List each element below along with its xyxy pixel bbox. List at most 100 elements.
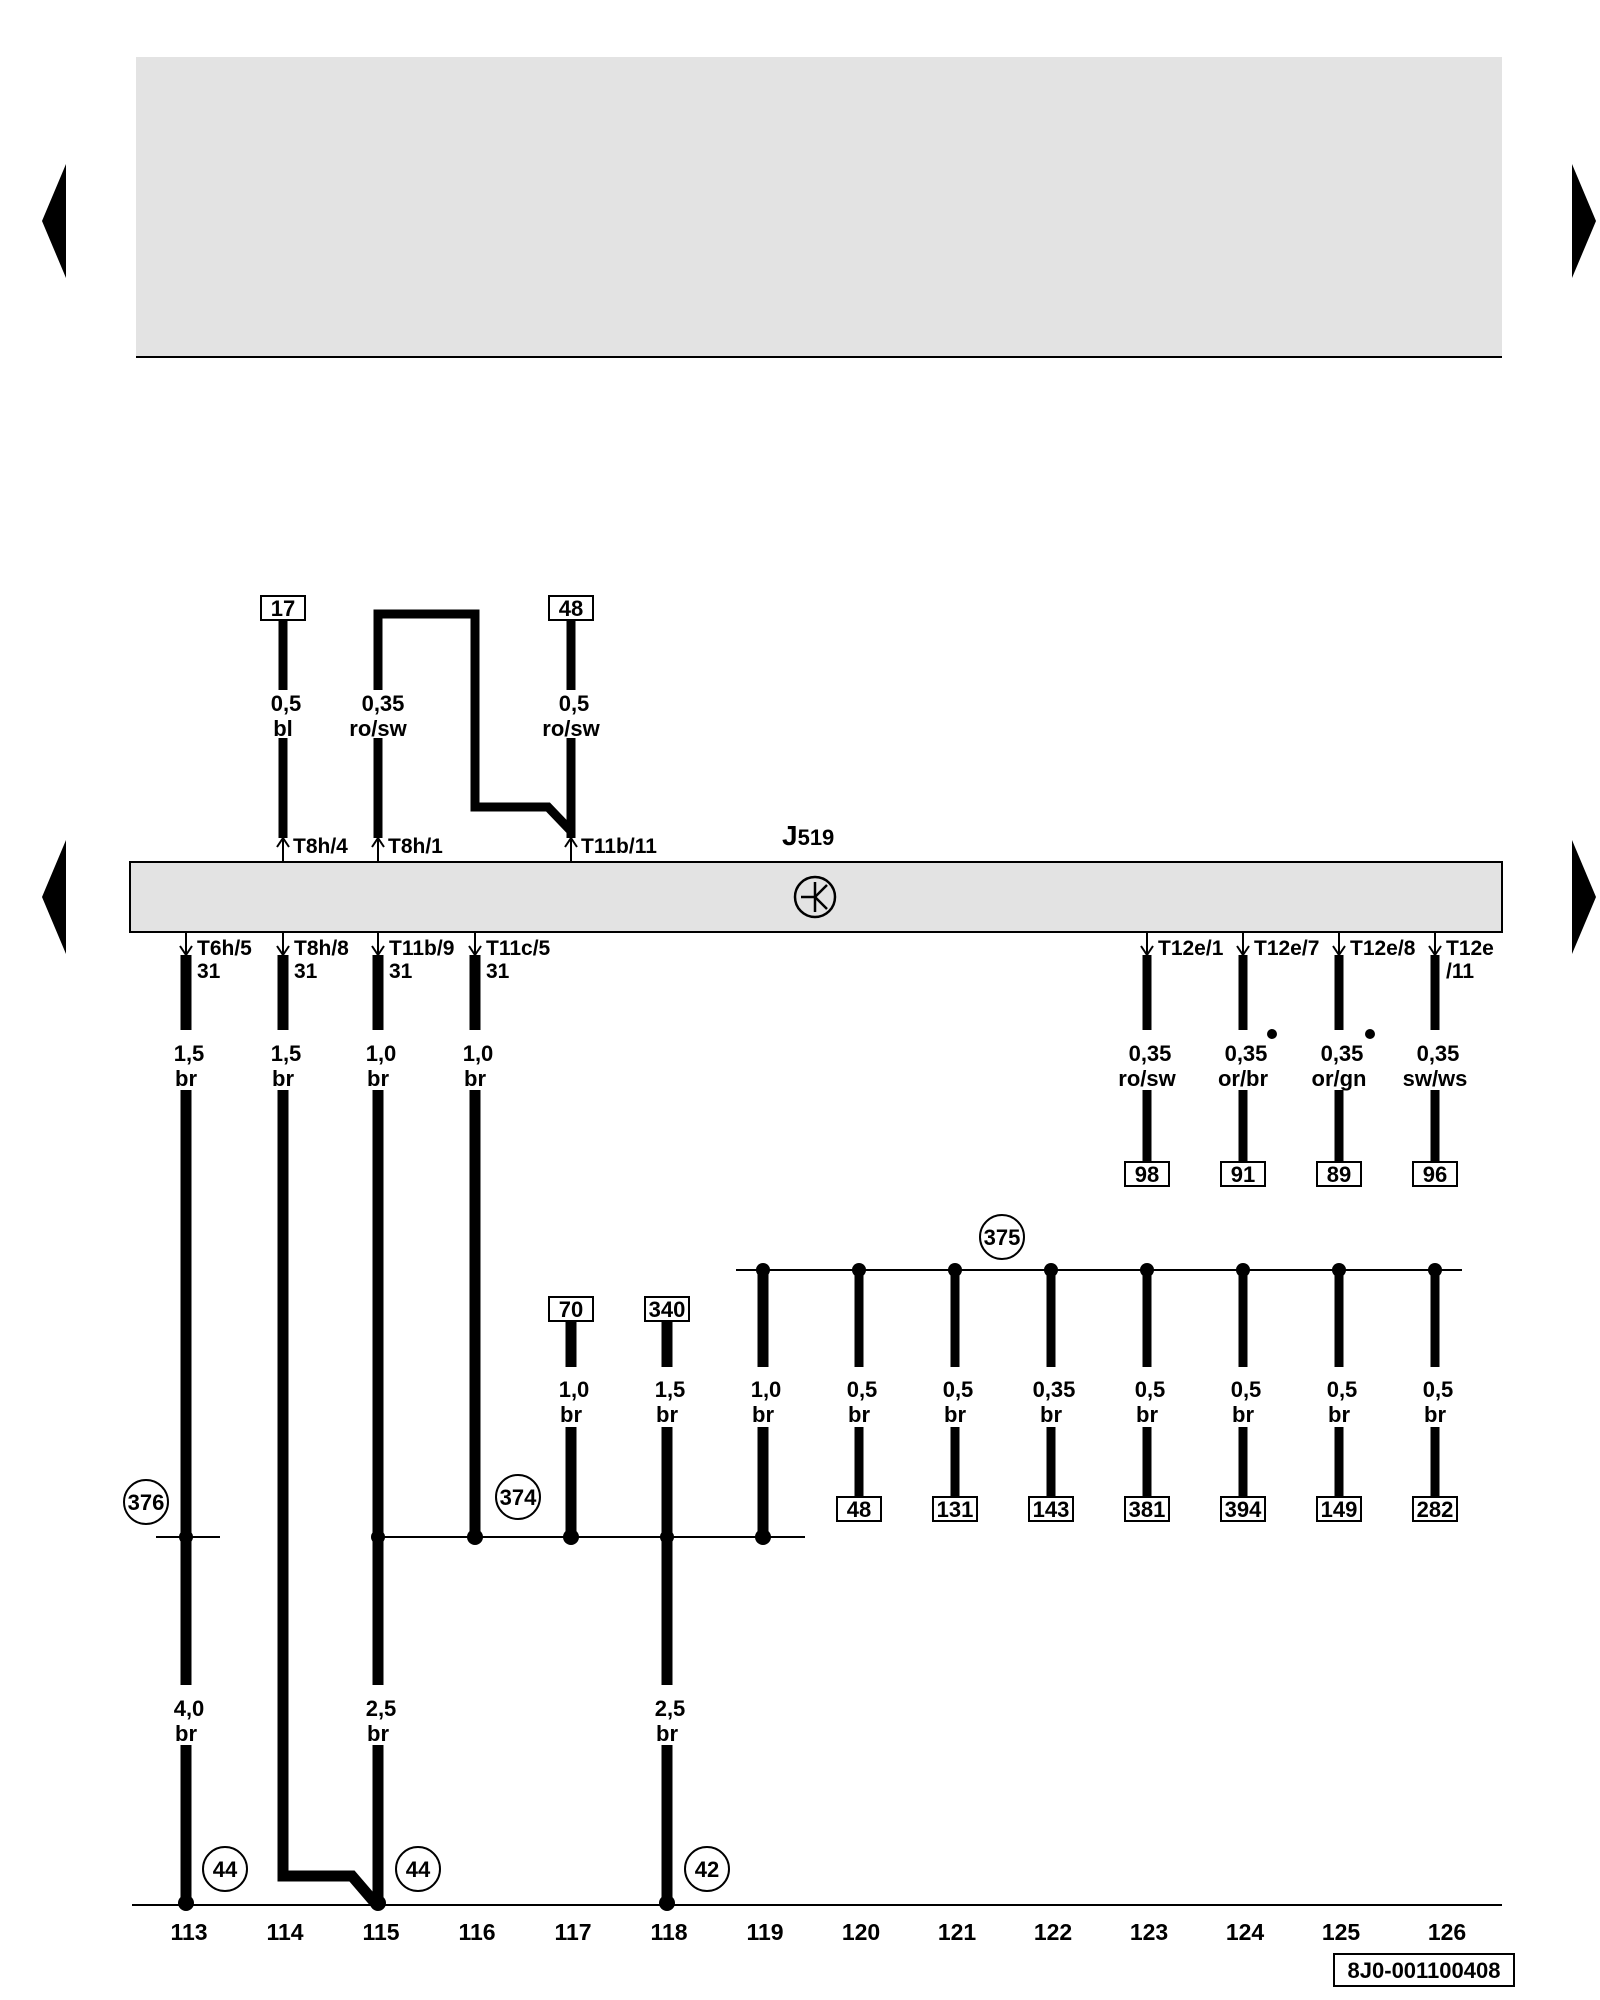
column-number: 114 [266, 1919, 303, 1945]
column-numbers: 113 114 115 116 117 118 119 120 121 122 … [170, 1919, 1466, 1945]
ref-box-label: 394 [1225, 1497, 1262, 1522]
column-number: 116 [458, 1919, 495, 1945]
top-wire-117: 48 0,5 ro/sw T11b/11 [542, 595, 657, 862]
wire-size: 1,5 [655, 1377, 686, 1402]
ref-box [1316, 1161, 1362, 1187]
wire-color: br [367, 1721, 389, 1746]
column-number: 119 [746, 1919, 783, 1945]
connector-circle [202, 1846, 248, 1892]
terminal-label: 31 [389, 960, 413, 983]
bus375-drop-125: 0,5 br 149 [1316, 1263, 1362, 1522]
wire-size: 0,35 [1033, 1377, 1076, 1402]
connector-circle [684, 1846, 730, 1892]
pin-label: T12e/8 [1350, 937, 1416, 960]
top-wire-115: 0,35 ro/sw T8h/1 [349, 609, 574, 862]
wire-color: or/gn [1312, 1066, 1367, 1091]
column-number: 120 [842, 1919, 880, 1945]
top-wire-114: 17 0,5 bl T8h/4 [260, 595, 348, 862]
ref-box-label: 70 [559, 1297, 583, 1322]
wire-size: 0,35 [1225, 1041, 1268, 1066]
wire-size: 0,35 [1321, 1041, 1364, 1066]
wire-color: br [1328, 1402, 1350, 1427]
wire-114-route [277, 1090, 381, 1908]
module-label: J519 [782, 820, 834, 851]
wire-size: 1,0 [463, 1041, 494, 1066]
previous-page-arrow-middle[interactable] [42, 840, 66, 954]
wire-size: 0,35 [362, 691, 405, 716]
column-number: 113 [170, 1919, 207, 1945]
connector-circle [123, 1479, 169, 1525]
ref-box [1412, 1496, 1458, 1522]
signal-pin-123: T12e/1 0,35 ro/sw 98 [1118, 932, 1224, 1187]
wire-color: ro/sw [542, 716, 600, 741]
pin-label: T8h/4 [293, 835, 348, 858]
wire-size: 0,5 [1135, 1377, 1166, 1402]
header-panel [136, 57, 1502, 357]
previous-page-arrow-top[interactable] [42, 164, 66, 278]
ref-box-label: 149 [1321, 1497, 1358, 1522]
variant-dot [1267, 1029, 1277, 1039]
electronic-module-icon [793, 875, 837, 919]
ref-box-label: 96 [1423, 1162, 1447, 1187]
lower-wire-118: 2,5 br [655, 1537, 685, 1911]
ref-box [1220, 1161, 1266, 1187]
next-page-arrow-top[interactable] [1572, 164, 1596, 278]
ref-box-label: 98 [1135, 1162, 1159, 1187]
column-number: 122 [1034, 1919, 1072, 1945]
wire-size: 0,5 [943, 1377, 974, 1402]
splice-375: 375 [736, 1214, 1462, 1271]
column-number: 125 [1322, 1919, 1361, 1945]
wire-size: 1,0 [559, 1377, 590, 1402]
wire-size: 4,0 [174, 1696, 205, 1721]
pin-arrow [371, 836, 385, 848]
connector-label: 375 [984, 1225, 1021, 1250]
ref-box [1412, 1161, 1458, 1187]
ref-box [932, 1496, 978, 1522]
next-page-arrow-middle[interactable] [1572, 840, 1596, 954]
connector-circle [395, 1846, 441, 1892]
wire-size: 0,5 [271, 691, 302, 716]
ref-box [1028, 1496, 1074, 1522]
pin-label-line2: /11 [1446, 960, 1474, 983]
pin-label: T12e/1 [1158, 937, 1224, 960]
wire-size: 0,35 [1129, 1041, 1172, 1066]
ref-box [548, 1296, 594, 1322]
bus375-drop-124: 0,5 br 394 [1220, 1263, 1266, 1522]
ground-label: 44 [213, 1857, 238, 1882]
connector-circle [979, 1214, 1025, 1260]
terminal-label: 31 [294, 960, 318, 983]
bus375-drop-119: 1,0 br [751, 1263, 781, 1537]
variant-dot [1365, 1029, 1375, 1039]
wire-color: br [367, 1066, 389, 1091]
bus375-drop-122: 0,35 br 143 [1028, 1263, 1076, 1522]
wire-size: 0,35 [1417, 1041, 1460, 1066]
column-number: 115 [362, 1919, 399, 1945]
connector-circle [495, 1474, 541, 1520]
pin-label: T12e/7 [1254, 937, 1319, 960]
bus374-feed-118: 340 1,5 br [644, 1296, 690, 1537]
ref-box [260, 595, 306, 621]
ref-box [1220, 1496, 1266, 1522]
ref-box [1124, 1496, 1170, 1522]
ground-point-115: 44 [395, 1846, 441, 1892]
pin-label: T12e [1446, 937, 1494, 960]
ground-label: 44 [406, 1857, 431, 1882]
wire-color: br [1424, 1402, 1446, 1427]
ground-pin-113: T6h/5 31 1,5 br [174, 932, 252, 1091]
pin-label: T8h/8 [294, 937, 349, 960]
lower-wire-115: 2,5 br [366, 1537, 397, 1911]
wire-size: 0,5 [1423, 1377, 1454, 1402]
ground-label: 42 [695, 1857, 719, 1882]
wire-size: 0,5 [847, 1377, 878, 1402]
ref-box [644, 1296, 690, 1322]
ref-box [836, 1496, 882, 1522]
bus375-drop-123: 0,5 br 381 [1124, 1263, 1170, 1522]
wire-size: 1,5 [174, 1041, 205, 1066]
column-number: 118 [650, 1919, 687, 1945]
wire-size: 1,0 [366, 1041, 397, 1066]
column-number: 123 [1130, 1919, 1168, 1945]
wire-color: br [1232, 1402, 1254, 1427]
wire-size: 2,5 [366, 1696, 397, 1721]
wire-size: 1,5 [271, 1041, 302, 1066]
